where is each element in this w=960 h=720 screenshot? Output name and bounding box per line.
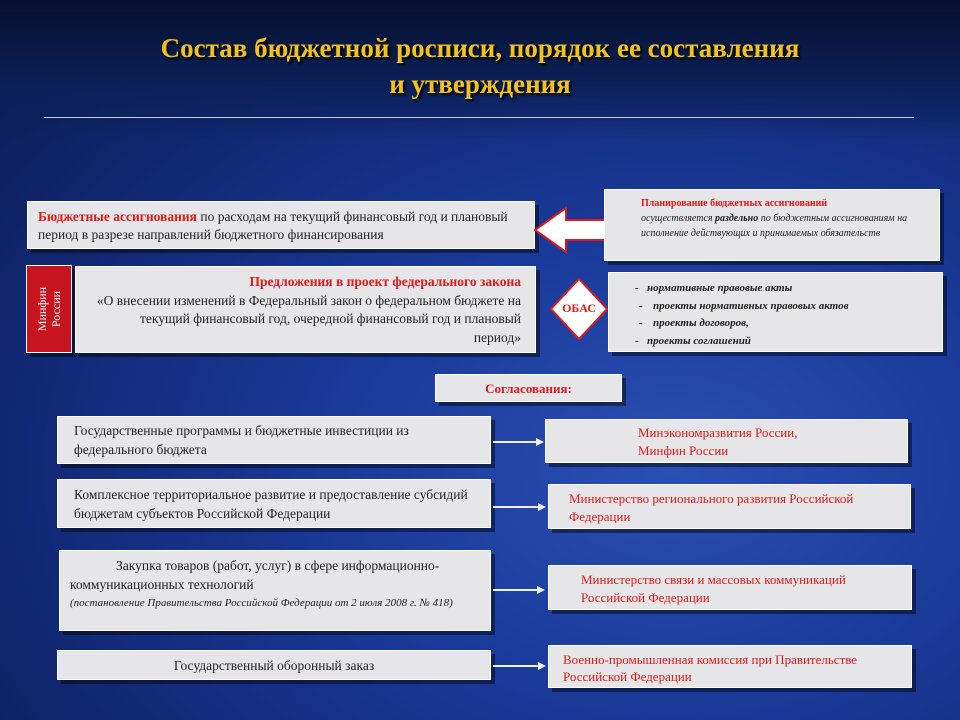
budget-assignments-text: по расходам на текущий финансовый год и …: [38, 209, 508, 242]
acts-list-box: -нормативные правовые акты -проекты норм…: [608, 272, 943, 352]
slide-title: Состав бюджетной росписи, порядок ее сос…: [40, 30, 920, 102]
minfin-label: Минфин России: [26, 265, 72, 353]
planning-text-1: осуществляется: [641, 213, 716, 224]
planning-bold-word: раздельно: [715, 213, 759, 224]
minfin-label-text: Минфин России: [35, 286, 63, 332]
proposals-title: Предложения в проект федерального закона: [249, 274, 521, 289]
proposals-text: «О внесении изменений в Федеральный зако…: [96, 292, 521, 345]
budget-assignments-box: Бюджетные ассигнования по расходам на те…: [27, 201, 535, 249]
arrow-head-icon-4: [538, 662, 546, 670]
approval-left-box-3: Закупка товаров (работ, услуг) в сфере и…: [59, 550, 491, 631]
approval-right-box-2: Министерство регионального развития Росс…: [548, 484, 911, 529]
title-divider: [44, 117, 914, 118]
planning-box: Планирование бюджетных ассигнований осущ…: [604, 189, 940, 261]
approval-left-box-4: Государственный оборонный заказ: [57, 650, 491, 680]
slide-title-line-2: и утверждения: [389, 69, 571, 99]
left-arrow-icon: [533, 206, 611, 254]
acts-list-item: -проекты договоров,: [639, 317, 749, 329]
obas-label: ОБАС: [562, 301, 596, 315]
title-band: [0, 0, 960, 140]
proposals-box: Предложения в проект федерального закона…: [75, 266, 536, 353]
obas-arrow-icon: [549, 277, 609, 341]
arrow-line-1: [493, 441, 536, 443]
approval-right-box-4: Военно-промышленная комиссия при Правите…: [548, 645, 912, 688]
arrow-line-2: [493, 506, 538, 508]
approvals-label: Согласования:: [435, 374, 622, 402]
arrow-head-icon-2: [538, 503, 546, 511]
acts-list-item: -проекты соглашений: [635, 334, 751, 347]
approval-left-box-2: Комплексное территориальное развитие и п…: [57, 479, 491, 528]
arrow-line-3: [493, 589, 537, 591]
planning-text-2: по бюджетным ассигнованиям на исполнение…: [641, 213, 908, 239]
approval-right-box-3: Министерство связи и массовых коммуникац…: [548, 565, 912, 610]
arrow-head-icon-3: [537, 586, 545, 594]
acts-list-item: -проекты нормативных правовых актов: [639, 299, 849, 312]
approval-right-box-1: Минэкономразвития России, Минфин России: [545, 419, 908, 463]
arrow-line-4: [493, 665, 538, 667]
planning-title: Планирование бюджетных ассигнований: [641, 198, 828, 209]
arrow-head-icon-1: [536, 438, 544, 446]
slide-title-line-1: Состав бюджетной росписи, порядок ее сос…: [160, 33, 800, 63]
acts-list-item: -нормативные правовые акты: [635, 282, 793, 294]
budget-assignments-title: Бюджетные ассигнования: [38, 209, 197, 224]
approval-left-box-1: Государственные программы и бюджетные ин…: [57, 416, 491, 464]
